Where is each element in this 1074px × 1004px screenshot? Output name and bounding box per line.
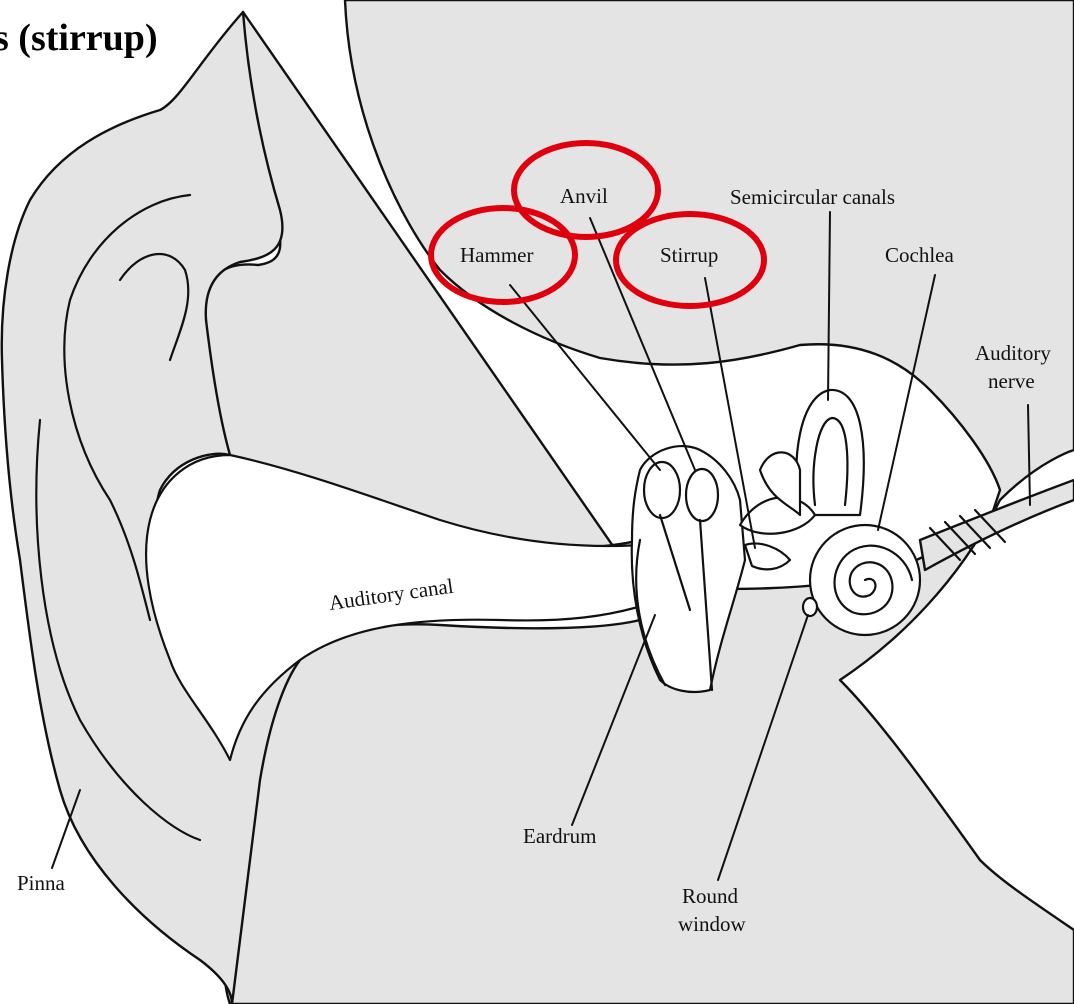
auditory-nerve-shape (920, 480, 1074, 570)
hammer-bone (644, 462, 680, 518)
label-cochlea: Cochlea (885, 243, 954, 267)
label-anvil: Anvil (560, 184, 608, 208)
semicircular-canal-1 (796, 390, 864, 515)
anvil-bone (686, 469, 718, 521)
round-window-shape (803, 598, 817, 616)
label-auditory-nerve-2: nerve (988, 369, 1035, 393)
label-semicircular-canals: Semicircular canals (730, 185, 895, 209)
label-pinna: Pinna (17, 871, 66, 895)
label-hammer: Hammer (460, 243, 533, 267)
label-stirrup: Stirrup (660, 243, 718, 267)
stirrup-bone (745, 543, 790, 569)
label-eardrum: Eardrum (523, 824, 596, 848)
label-round-window-2: window (678, 912, 747, 936)
label-auditory-nerve-1: Auditory (975, 341, 1051, 365)
page-title: s (stirrup) (0, 17, 158, 59)
label-round-window-1: Round (682, 884, 739, 908)
